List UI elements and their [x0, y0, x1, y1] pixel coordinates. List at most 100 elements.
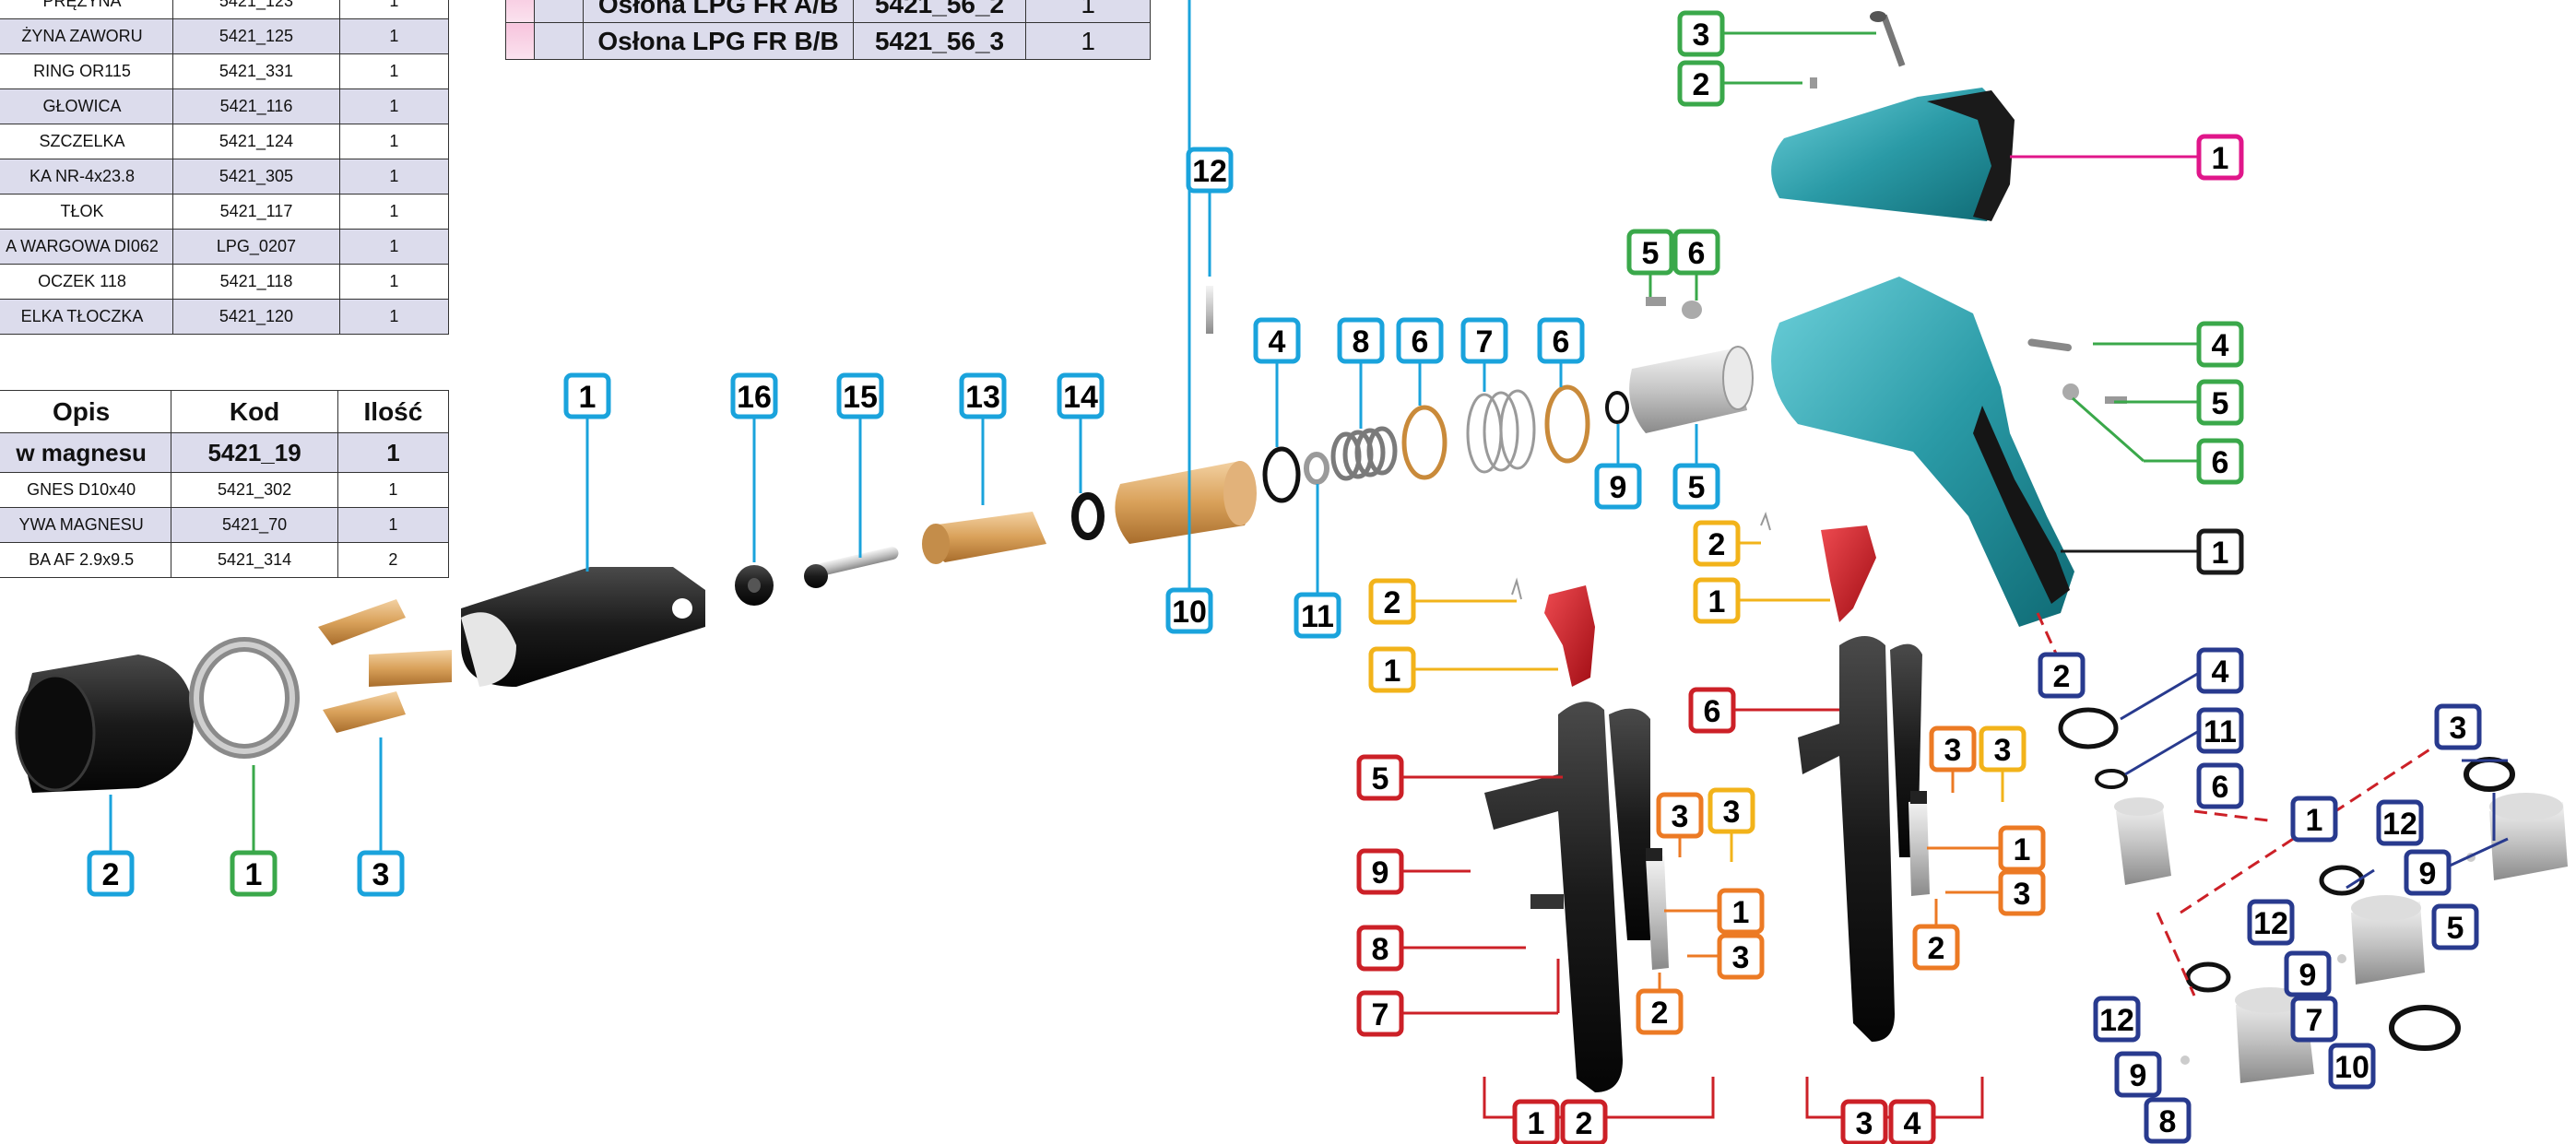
- cell-opis: RING OR115: [0, 53, 174, 89]
- oring-4-part: [1262, 446, 1301, 503]
- svg-text:1: 1: [579, 380, 597, 415]
- svg-text:7: 7: [2306, 1003, 2323, 1038]
- fitting-5-part: [2489, 793, 2568, 880]
- callout-green-4: 4: [2196, 321, 2244, 368]
- nozzle-cap-part: [15, 655, 194, 793]
- callout-cyan-6a: 6: [1396, 317, 1444, 364]
- callout-red-7: 7: [1356, 990, 1404, 1037]
- svg-text:6: 6: [1553, 324, 1570, 360]
- svg-text:4: 4: [1904, 1106, 1921, 1141]
- svg-text:3: 3: [1994, 733, 2012, 768]
- callout-yellow-1a: 1: [1368, 646, 1416, 693]
- spring-7-part: [1466, 389, 1536, 474]
- svg-text:2: 2: [1384, 585, 1401, 620]
- svg-text:10: 10: [1172, 595, 1207, 630]
- svg-text:12: 12: [2382, 807, 2417, 842]
- cell-opis: Osłona LPG FR B/B: [583, 22, 854, 60]
- small-rod-part: [1206, 286, 1213, 334]
- callout-cyan-15: 15: [836, 372, 884, 419]
- cell-kod: 5421_124: [172, 124, 340, 159]
- callout-navy-7: 7: [2290, 996, 2338, 1043]
- svg-text:4: 4: [1269, 324, 1286, 360]
- svg-text:6: 6: [1688, 236, 1706, 271]
- cell-ilosc: 1: [337, 472, 450, 508]
- callout-navy-1: 1: [2290, 796, 2338, 843]
- callout-cyan-3: 3: [357, 850, 405, 897]
- callout-red-9: 9: [1356, 848, 1404, 895]
- callout-red-b3: 3: [1840, 1099, 1888, 1144]
- cell-opis: KA NR-4x23.8: [0, 159, 174, 195]
- callout-navy-4: 4: [2196, 647, 2244, 694]
- cell-ilosc: 1: [338, 88, 450, 124]
- svg-text:12: 12: [2099, 1003, 2134, 1038]
- cell-ilosc: 1: [338, 264, 450, 300]
- callout-cyan-9: 9: [1594, 463, 1642, 510]
- cell-kod: 5421_120: [172, 299, 340, 335]
- callout-orange-3a: 3: [1656, 792, 1704, 839]
- cell-ilosc: 1: [338, 299, 450, 335]
- svg-text:3: 3: [2450, 711, 2467, 746]
- callout-red-6: 6: [1688, 687, 1736, 734]
- cell-ilosc: 1: [1025, 22, 1151, 60]
- svg-text:12: 12: [2253, 906, 2288, 941]
- cell-ilosc: 1: [338, 229, 450, 265]
- svg-text:2: 2: [2053, 659, 2071, 694]
- fitting-6-part: [2114, 797, 2171, 885]
- svg-text:1: 1: [1732, 895, 1750, 930]
- fitting-7-part: [2351, 895, 2425, 985]
- callout-green-3: 3: [1677, 10, 1725, 57]
- cell-opis: GNES D10x40: [0, 472, 172, 508]
- cell-opis: A WARGOWA DI062: [0, 229, 174, 265]
- nose-housing-part: [461, 567, 705, 687]
- svg-text:5: 5: [2212, 386, 2229, 421]
- brass-sleeve-part: [1115, 461, 1257, 544]
- callout-green-5a: 5: [1626, 229, 1674, 276]
- screw-3-part: [1870, 11, 1906, 67]
- callout-navy-6: 6: [2196, 762, 2244, 809]
- callout-red-b4: 4: [1888, 1099, 1936, 1144]
- svg-text:3: 3: [1693, 18, 1710, 53]
- svg-text:1: 1: [1384, 654, 1401, 689]
- cell-ilosc: 1: [337, 507, 450, 543]
- svg-text:3: 3: [372, 857, 390, 892]
- cell-kod: 5421_125: [172, 18, 340, 54]
- callout-cyan-13: 13: [959, 372, 1007, 419]
- callout-orange-1a: 1: [1717, 888, 1765, 935]
- svg-text:1: 1: [2014, 832, 2031, 867]
- cell-kod: 5421_70: [171, 507, 338, 543]
- svg-text:6: 6: [1412, 324, 1429, 360]
- callout-green-6b: 6: [2196, 438, 2244, 485]
- callout-yellow-2b: 2: [1693, 520, 1741, 567]
- callout-cyan-16: 16: [730, 372, 778, 419]
- svg-text:14: 14: [1063, 380, 1098, 415]
- callout-cyan-12: 12: [1186, 147, 1234, 194]
- cell-kod: 5421_19: [171, 432, 338, 473]
- row-color-bar: [505, 22, 535, 60]
- svg-text:5: 5: [1688, 470, 1706, 505]
- cell-opis: TŁOK: [0, 194, 174, 230]
- svg-text:9: 9: [1372, 855, 1389, 890]
- callout-cyan-1: 1: [563, 372, 611, 419]
- callout-navy-5: 5: [2431, 903, 2479, 950]
- svg-text:3: 3: [1944, 733, 1962, 768]
- svg-text:8: 8: [1353, 324, 1370, 360]
- svg-text:11: 11: [1301, 599, 1334, 634]
- svg-text:1: 1: [1708, 584, 1726, 619]
- cell-opis: SZCZELKA: [0, 124, 174, 159]
- cell-kod: 5421_314: [171, 542, 338, 578]
- svg-text:3: 3: [1732, 940, 1750, 975]
- svg-text:8: 8: [2159, 1104, 2177, 1139]
- row-spacer: [533, 0, 585, 23]
- callout-navy-9a: 9: [2404, 849, 2452, 896]
- callout-navy-10: 10: [2328, 1043, 2376, 1090]
- top-cover-part: [1771, 88, 2015, 221]
- callout-red-b2: 2: [1560, 1099, 1608, 1144]
- brass-plunger-part: [922, 512, 1046, 564]
- svg-text:9: 9: [2299, 958, 2317, 993]
- cell-kod: 5421_56_3: [852, 22, 1027, 60]
